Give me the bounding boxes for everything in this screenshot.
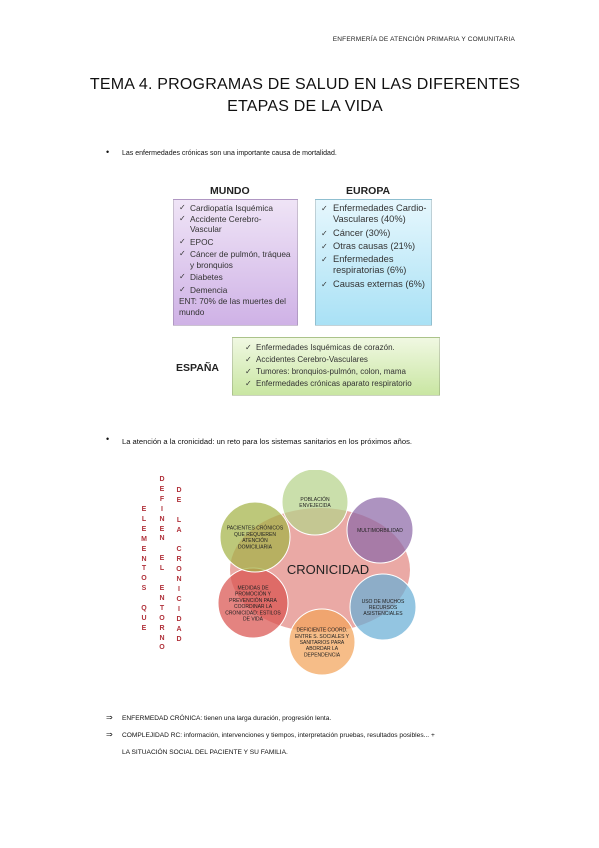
mundo-item: Accidente Cerebro-Vascular [177, 214, 292, 235]
node-poblacion [281, 470, 349, 536]
espana-item: Enfermedades Isquémicas de corazón. [243, 342, 433, 354]
node-recursos [349, 573, 417, 641]
europa-item: Enfermedades Cardio-Vasculares (40%) [319, 203, 427, 226]
title-line-2: ETAPAS DE LA VIDA [227, 98, 383, 115]
espana-title: ESPAÑA [176, 362, 219, 374]
mundo-title: MUNDO [210, 185, 250, 197]
course-header: ENFERMERÍA DE ATENCIÓN PRIMARIA Y COMUNI… [332, 36, 515, 43]
mundo-item: Diabetes [177, 272, 292, 283]
europa-title: EUROPA [346, 185, 391, 197]
bullet-text-2: La atención a la cronicidad: un reto par… [122, 437, 412, 446]
node-pacientes [219, 501, 291, 573]
europa-item: Enfermedades respiratorias (6%) [319, 254, 427, 277]
europa-item: Otras causas (21%) [319, 241, 427, 253]
espana-item: Accidentes Cerebro-Vasculares [243, 354, 433, 366]
mundo-item: EPOC [177, 237, 292, 248]
node-coordinacion [288, 608, 356, 675]
europa-item: Causas externas (6%) [319, 279, 427, 291]
bullet-dot: • [106, 147, 110, 157]
espana-item: Tumores: bronquios-pulmón, colon, mama [243, 366, 433, 378]
node-label-multimorbilidad: MULTIMORBILIDAD [357, 528, 403, 534]
mundo-item: Cáncer de pulmón, tráquea y bronquios [177, 249, 292, 270]
mundo-box: Cardiopatía Isquémica Accidente Cerebro-… [173, 199, 298, 326]
mundo-note: ENT: 70% de las muertes del mundo [179, 296, 286, 317]
bullet-dot: • [106, 434, 110, 444]
europa-item: Cáncer (30%) [319, 228, 427, 240]
mundo-item: Cardiopatía Isquémica [177, 203, 292, 214]
footer-line-1: ENFERMEDAD CRÓNICA: tienen una larga dur… [122, 715, 332, 722]
footer-line-2: COMPLEJIDAD RC: información, intervencio… [122, 732, 435, 739]
bullet-text-1: Las enfermedades crónicas son una import… [122, 150, 337, 157]
europa-box: Enfermedades Cardio-Vasculares (40%) Cán… [315, 199, 432, 326]
espana-box: Enfermedades Isquémicas de corazón. Acci… [232, 337, 440, 396]
footer-arrow-1: ⇒ [106, 713, 113, 722]
footer-line-3: LA SITUACIÓN SOCIAL DEL PACIENTE Y SU FA… [122, 749, 288, 756]
espana-item: Enfermedades crónicas aparato respirator… [243, 378, 433, 390]
page-title: TEMA 4. PROGRAMAS DE SALUD EN LAS DIFERE… [60, 74, 550, 118]
node-multimorbilidad [346, 496, 414, 564]
center-label: CRONICIDAD [287, 562, 369, 577]
footer-arrow-2: ⇒ [106, 730, 113, 739]
title-line-1: TEMA 4. PROGRAMAS DE SALUD EN LAS DIFERE… [89, 76, 521, 93]
mundo-item: Demencia [177, 285, 292, 296]
